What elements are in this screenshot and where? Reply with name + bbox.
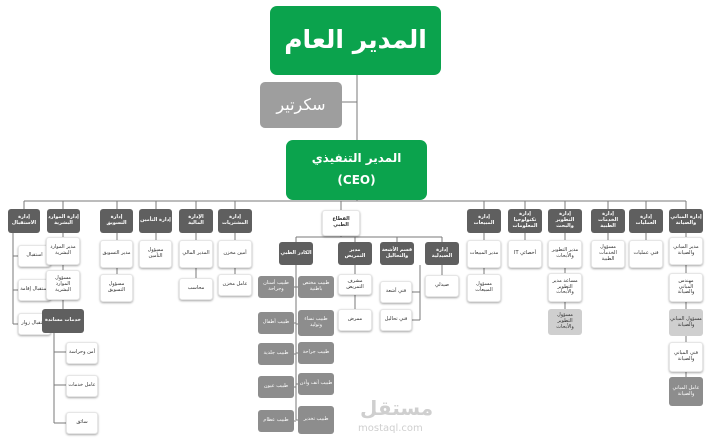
dept-finance: الإدارة المالية xyxy=(179,209,213,233)
position-box: مساعد مدير التطوير والأبحاث xyxy=(548,273,582,302)
position-box: فني عمليات xyxy=(629,240,663,268)
position-box: عامل خدمات xyxy=(66,375,98,397)
position-box: طبيب نساء وتوليد xyxy=(298,310,334,336)
position-box: مسؤول التأمين xyxy=(139,240,172,268)
position-box: مسؤول التسويق xyxy=(100,274,133,302)
position-box: أمين مخزن xyxy=(218,240,252,268)
dept-rnd: إدارة التطوير والبحث xyxy=(548,209,582,233)
position-box: طبيب عيون xyxy=(258,376,294,398)
position-box: مسؤول المباني والصيانة xyxy=(669,309,703,336)
dept-operations: إدارة العمليات xyxy=(629,209,663,233)
pharmacy-head: إدارة الصيدلية xyxy=(425,242,459,265)
position-box: فني المباني والصيانة xyxy=(669,342,703,372)
dept-medical-sector: القطاع الطبي xyxy=(322,210,360,236)
position-box: فني تحاليل xyxy=(380,309,412,331)
general-manager-box: المدير العام xyxy=(270,6,441,75)
position-box: طبيب تخدير xyxy=(298,406,334,434)
position-box: طبيب مختص باطنية xyxy=(298,276,334,298)
medical-staff-head: الكادر الطبي xyxy=(279,242,313,265)
radiology-lab-head: قسم الأشعة والتحاليل xyxy=(380,242,414,265)
position-box: خدمات مساندة xyxy=(42,309,84,333)
secretary-title: سكرتير xyxy=(276,94,326,114)
secretary-box: سكرتير xyxy=(260,82,342,128)
position-box: مدير التسويق xyxy=(100,240,133,268)
ceo-box: المدير التنفيذي (CEO) xyxy=(286,140,427,200)
position-box: مدير المبيعات xyxy=(467,240,501,268)
dept-purchasing: إدارة المشتريات xyxy=(218,209,252,233)
ceo-title: المدير التنفيذي xyxy=(311,151,402,166)
position-box: مسؤول الموارد البشرية xyxy=(46,270,80,300)
position-box: محاسب xyxy=(179,278,213,300)
position-box: مشرف التمريض xyxy=(338,274,372,295)
position-box: أمن وحراسة xyxy=(66,342,98,364)
dept-it: إدارة تكنولوجيا المعلومات xyxy=(508,209,542,233)
watermark-url: mostaql.com xyxy=(358,423,423,434)
general-manager-title: المدير العام xyxy=(284,25,427,55)
position-box: مدير التطوير والأبحاث xyxy=(548,240,582,268)
dept-marketing: إدارة التسويق xyxy=(100,209,133,233)
position-box: سائق xyxy=(66,412,98,434)
position-box: مسؤول الخدمات الطبية xyxy=(591,240,625,268)
position-box: مدير المباني والصيانة xyxy=(669,237,703,265)
dept-facilities: إدارة المباني والصيانة xyxy=(669,209,703,233)
dept-sales: إدارة المبيعات xyxy=(467,209,501,233)
position-box: مدير الموارد البشرية xyxy=(46,237,80,265)
position-box: طبيب جراحة xyxy=(298,342,334,364)
dept-insurance: إدارة التأمين xyxy=(139,209,172,233)
position-box: طبيب أطفال xyxy=(258,312,294,334)
position-box: طبيب أسنان وجراحة xyxy=(258,276,294,298)
position-box: مهندس المباني والصيانة xyxy=(669,273,703,302)
position-box: طبيب عظام xyxy=(258,410,294,432)
nursing-head: مدير التمريض xyxy=(338,242,372,265)
position-box: عامل مخزن xyxy=(218,274,252,296)
dept-medical-services: إدارة الخدمات الطبية xyxy=(591,209,625,233)
ceo-abbrev: (CEO) xyxy=(337,173,376,187)
position-box: ممرض xyxy=(338,309,372,331)
position-box: فني أشعة xyxy=(380,281,412,303)
dept-human-resources: إدارة الموارد البشرية xyxy=(47,209,80,233)
position-box: مسؤول المبيعات xyxy=(467,274,501,302)
dept-reception: إدارة الاستقبال xyxy=(8,209,40,233)
watermark-logo: مستقل xyxy=(360,396,434,420)
position-box: مسؤول التطوير والأبحاث xyxy=(548,309,582,335)
position-box: أخصائي IT xyxy=(508,240,542,268)
position-box: عامل المباني والصيانة xyxy=(669,377,703,406)
position-box: طبيب جلدية xyxy=(258,343,294,365)
position-box: صيدلي xyxy=(425,275,459,297)
position-box: استقبال إقامة xyxy=(18,279,51,301)
position-box: طبيب أنف وأذن xyxy=(298,373,334,395)
position-box: المدير المالي xyxy=(179,240,213,268)
